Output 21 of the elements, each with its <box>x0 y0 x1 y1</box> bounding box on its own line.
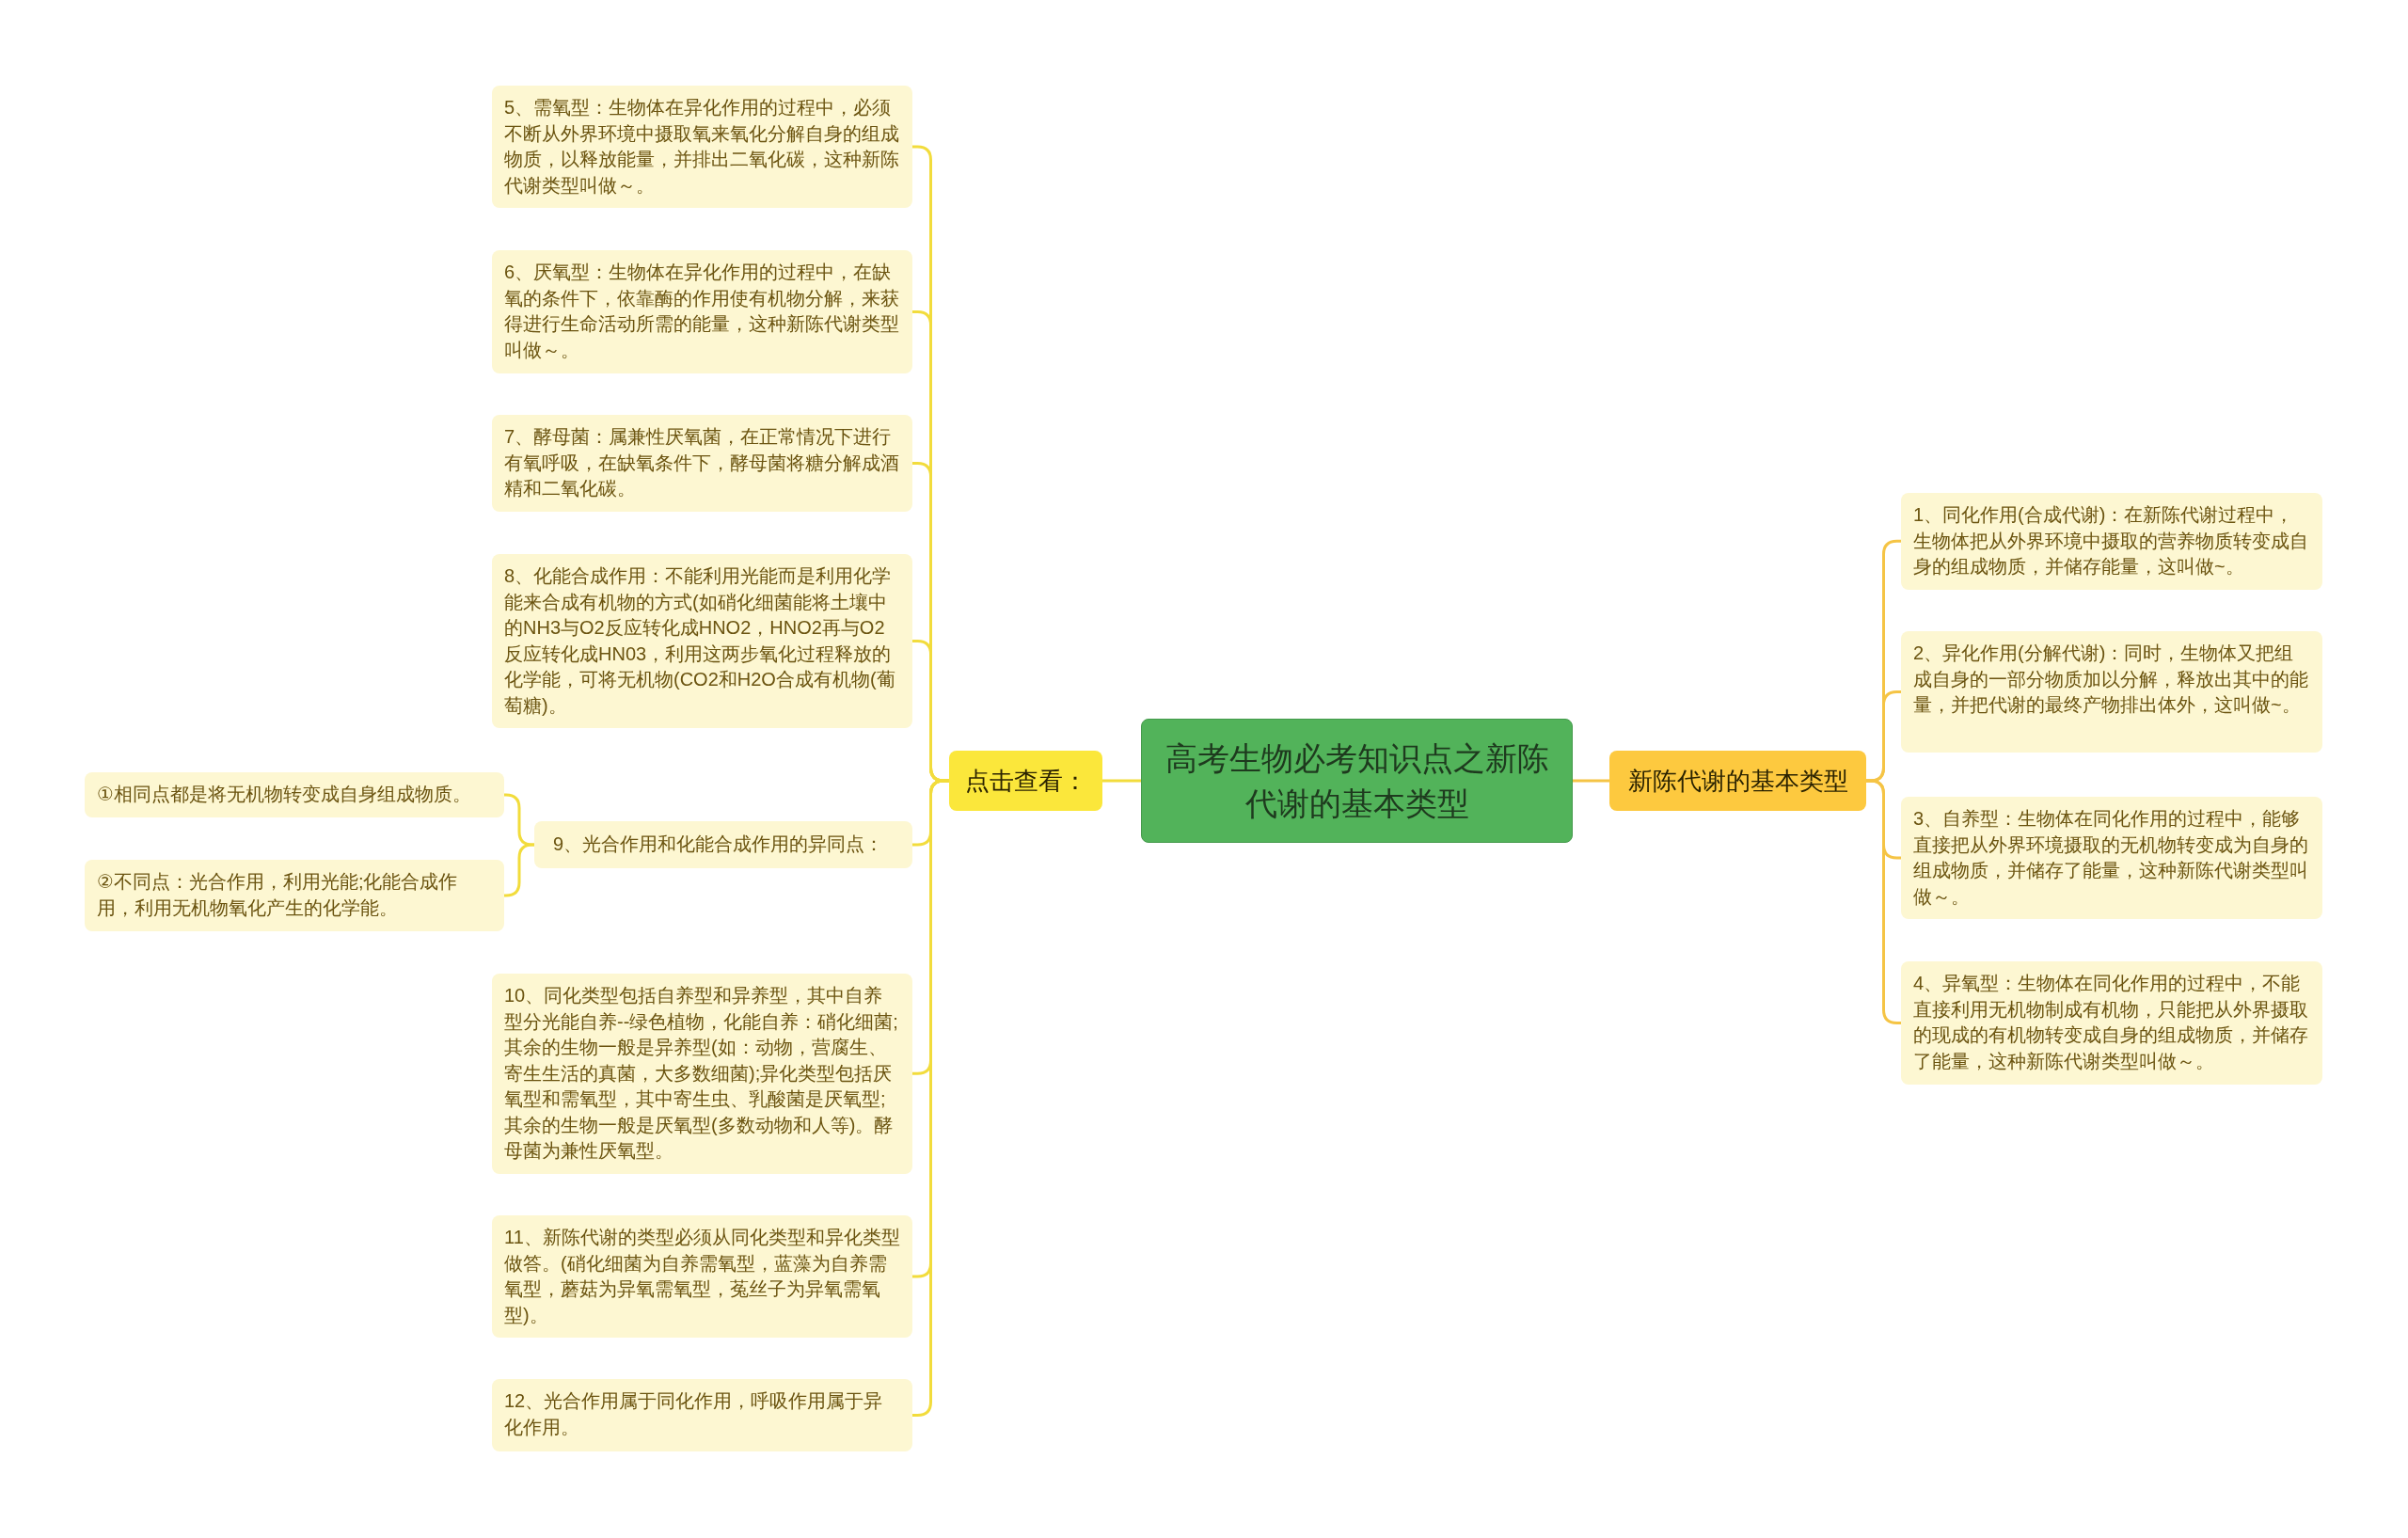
subtopic-box: 1、同化作用(合成代谢)：在新陈代谢过程中，生物体把从外界环境中摄取的营养物质转变成自身的组成物质，并储存能量，这叫做~。 <box>1901 493 2322 590</box>
connector-line <box>503 793 535 847</box>
connector-line <box>1102 779 1141 783</box>
subtopic-box: 3、自养型：生物体在同化作用的过程中，能够直接把从外界环境摄取的无机物转变成为自身的组成物质，并储存了能量，这种新陈代谢类型叫做～。 <box>1901 797 2322 919</box>
branch-topic-box: 新陈代谢的基本类型 <box>1609 751 1866 811</box>
connector-line <box>503 843 535 897</box>
subtopic-box: 4、异氧型：生物体在同化作用的过程中，不能直接利用无机物制成有机物，只能把从外界摄取的现成的有机物转变成自身的组成物质，并储存了能量，这种新陈代谢类型叫做～。 <box>1901 961 2322 1085</box>
subtopic-box: 11、新陈代谢的类型必须从同化类型和异化类型做答。(硝化细菌为自养需氧型，蓝藻为自养需氧型，蘑菇为异氧需氧型，菟丝子为异氧需氧型)。 <box>492 1215 912 1338</box>
subtopic-box: ①相同点都是将无机物转变成自身组成物质。 <box>85 772 504 817</box>
subtopic-box: ②不同点：光合作用，利用光能;化能合成作用，利用无机物氧化产生的化学能。 <box>85 860 504 931</box>
subtopic-box: 12、光合作用属于同化作用，呼吸作用属于异化作用。 <box>492 1379 912 1451</box>
connector-line <box>1573 779 1609 783</box>
subtopic-box: 2、异化作用(分解代谢)：同时，生物体又把组成自身的一部分物质加以分解，释放出其中的能量，并把代谢的最终产物排出体外，这叫做~。 <box>1901 631 2322 753</box>
subtopic-box: 9、光合作用和化能合成作用的异同点： <box>534 821 912 868</box>
subtopic-box: 8、化能合成作用：不能利用光能而是利用化学能来合成有机物的方式(如硝化细菌能将土壤中的NH3与O2反应转化成HNO2，HNO2再与O2反应转化成HN03，利用这两步氧化过程释放的化学能，可将无机物(CO2和H2O合成有机物(葡萄糖)。 <box>492 554 912 728</box>
subtopic-box: 6、厌氧型：生物体在异化作用的过程中，在缺氧的条件下，依靠酶的作用使有机物分解，来获得进行生命活动所需的能量，这种新陈代谢类型叫做～。 <box>492 250 912 373</box>
subtopic-box: 5、需氧型：生物体在异化作用的过程中，必须不断从外界环境中摄取氧来氧化分解自身的组成物质，以释放能量，并排出二氧化碳，这种新陈代谢类型叫做～。 <box>492 86 912 208</box>
subtopic-box: 7、酵母菌：属兼性厌氧菌，在正常情况下进行有氧呼吸，在缺氧条件下，酵母菌将糖分解成酒精和二氧化碳。 <box>492 415 912 512</box>
central-topic-box: 高考生物必考知识点之新陈代谢的基本类型 <box>1141 719 1573 843</box>
subtopic-box: 10、同化类型包括自养型和异养型，其中自养型分光能自养--绿色植物，化能自养：硝化细菌;其余的生物一般是异养型(如：动物，营腐生、寄生生活的真菌，大多数细菌);异化类型包括厌氧型和需氧型，其中寄生虫、乳酸菌是厌氧型;其余的生物一般是厌氧型(多数动物和人等)。酵母菌为兼性厌氧型。 <box>492 974 912 1174</box>
branch-topic-box: 点击查看： <box>949 751 1102 811</box>
